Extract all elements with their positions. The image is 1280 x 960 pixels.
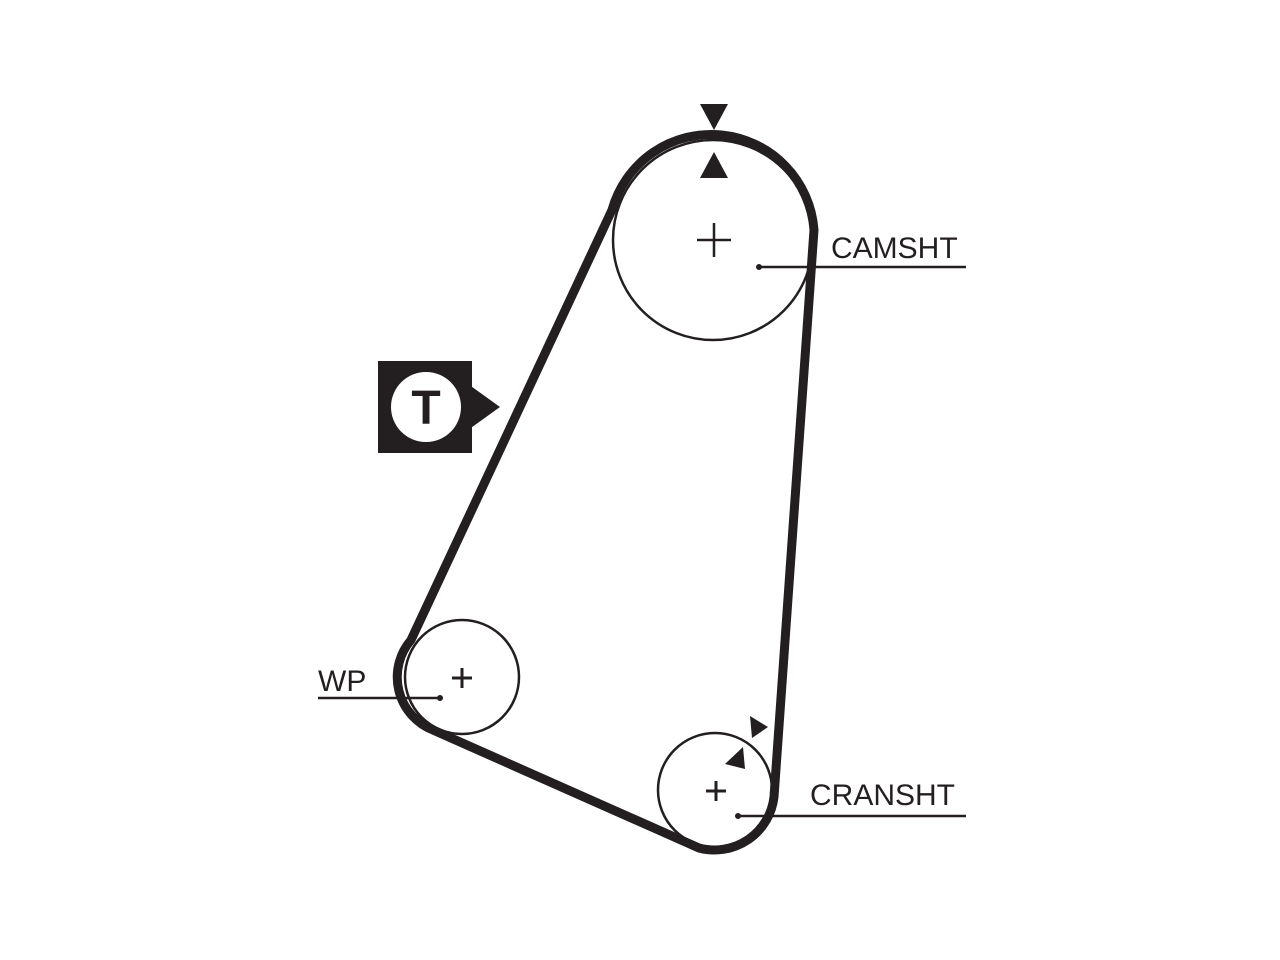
camshaft-label: CAMSHT (831, 232, 958, 265)
water-pump-label: WP (318, 665, 366, 698)
crankshaft-center-cross (706, 781, 726, 801)
camshaft-leader-line (756, 264, 966, 270)
crankshaft-leader-line (735, 813, 966, 819)
water-pump-pulley (403, 618, 521, 736)
tensioner-marker-icon: T (378, 361, 500, 453)
water-pump-leader-line (318, 695, 443, 701)
crankshaft-label: CRANSHT (810, 779, 955, 812)
timing-belt (392, 129, 819, 855)
timing-mark-top-icon (700, 104, 728, 178)
camshaft-center-cross (697, 223, 731, 257)
water-pump-center-cross (452, 668, 472, 688)
tensioner-label: T (411, 382, 440, 435)
timing-mark-crank-icon (725, 716, 768, 769)
